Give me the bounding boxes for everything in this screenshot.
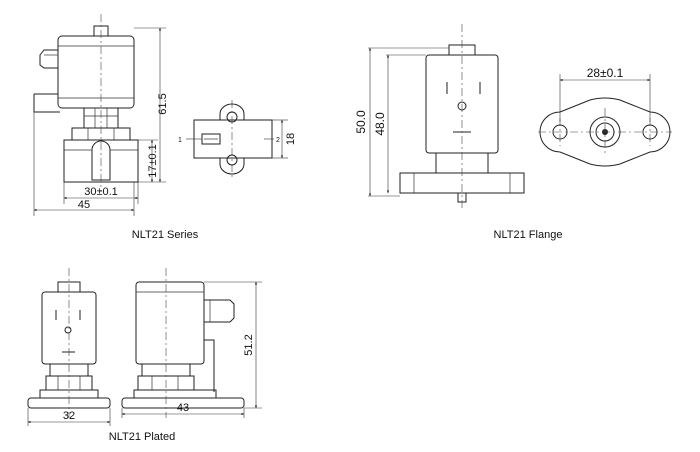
plated-height-dimension: 51.2 (243, 334, 255, 355)
series-base-dimension: 30±0.1 (84, 186, 118, 198)
plated-side-width-dimension: 43 (177, 402, 189, 414)
series-height-dimension: 61.5 (157, 93, 169, 114)
plated-side-view (121, 268, 262, 418)
flange-body-height-dimension: 48.0 (373, 112, 387, 136)
port-2-label: 2 (276, 137, 280, 144)
flange-caption: NLT21 Flange (494, 229, 563, 241)
series-side-height-dimension: 18 (285, 133, 297, 145)
plated-front-view (27, 268, 111, 426)
flange-hole-spacing-dimension: 28±0.1 (587, 66, 624, 80)
series-caption: NLT21 Series (132, 229, 199, 241)
series-width-dimension: 45 (78, 199, 90, 211)
series-front-view (33, 14, 166, 216)
plated-caption: NLT21 Plated (109, 431, 175, 443)
flange-front-view (368, 24, 525, 210)
flange-top-view (538, 74, 672, 167)
plated-front-width-dimension: 32 (63, 410, 75, 422)
series-body-dimension: 17±0.1 (147, 144, 159, 178)
series-side-view (186, 100, 288, 178)
flange-total-height-dimension: 50.0 (354, 110, 368, 134)
port-1-label: 1 (178, 137, 182, 144)
